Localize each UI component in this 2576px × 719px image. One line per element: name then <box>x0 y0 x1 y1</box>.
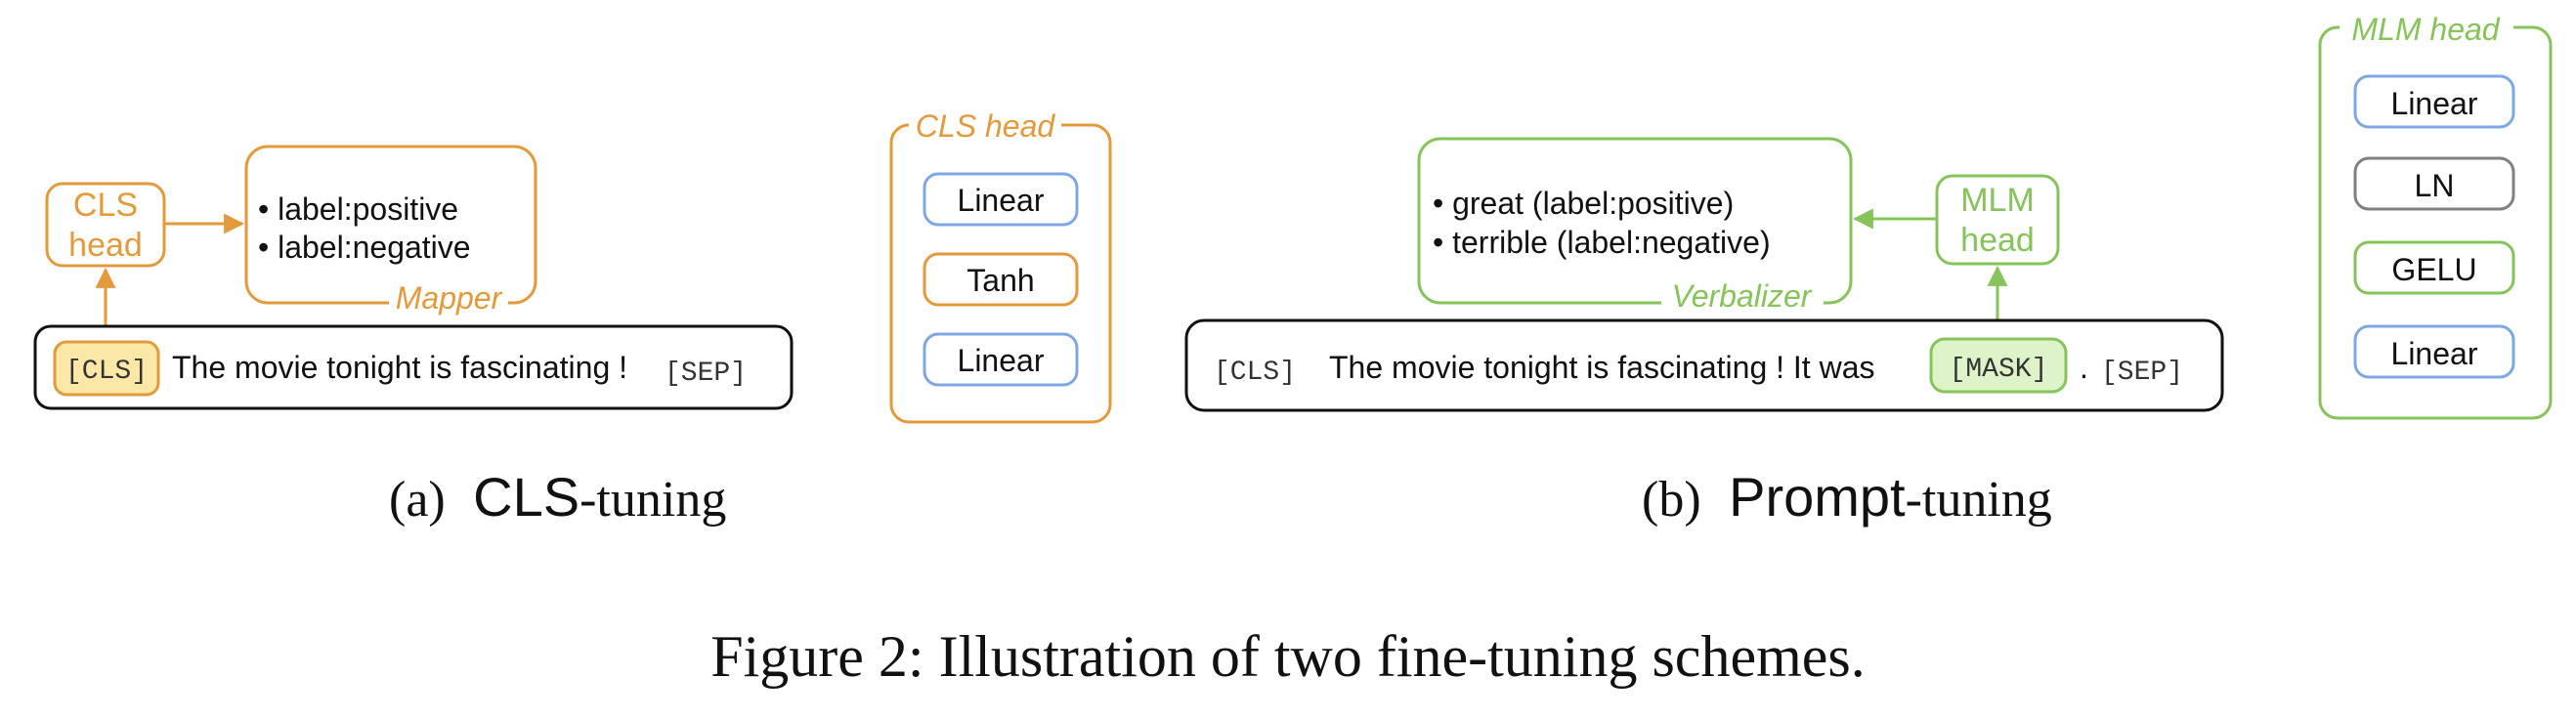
caption-b-label: (b) <box>1642 472 1701 528</box>
mask-token: [MASK] <box>1950 355 2048 385</box>
mlm-head-line-2: head <box>1960 222 2035 259</box>
panel-b: • great (label:positive) • terrible (lab… <box>1184 12 2553 528</box>
mapper-item-negative: • label:negative <box>258 230 471 265</box>
mlm-layer-linear-2-label: Linear <box>2391 336 2478 371</box>
mlm-layer-ln-label: LN <box>2415 168 2455 203</box>
mlm-layer-linear-1-label: Linear <box>2391 86 2478 121</box>
cls-head-line-1: CLS <box>73 187 138 224</box>
mapper-caption: Mapper <box>396 280 503 316</box>
svg-text:(a) CLS-tuning: (a) CLS-tuning <box>389 466 726 528</box>
cls-head-detail-title: CLS head <box>916 108 1056 144</box>
caption-a: (a) CLS-tuning <box>389 466 726 528</box>
caption-b-suffix: -tuning <box>1906 472 2052 528</box>
caption-b-method: Prompt <box>1729 466 1906 528</box>
mlm-layer-gelu <box>2353 240 2515 295</box>
svg-text:(b) Prompt-tuning: (b) Prompt-tuning <box>1642 466 2052 528</box>
mapper-item-positive: • label:positive <box>258 191 458 227</box>
input-text-a: The movie tonight is fascinating ! <box>172 350 627 385</box>
cls-head-line-2: head <box>68 227 143 264</box>
cls-head-detail: CLS head Linear Tanh Linear <box>889 108 1112 424</box>
mlm-head-detail-title: MLM head <box>2351 12 2500 47</box>
input-sentence-b: [CLS] The movie tonight is fascinating !… <box>1184 318 2224 412</box>
mask-token-highlight <box>1929 337 2068 394</box>
figure-caption: Figure 2: Illustration of two fine-tunin… <box>710 624 1865 689</box>
cls-head-node: CLS head <box>45 182 166 268</box>
mlm-layer-linear-1 <box>2353 74 2515 129</box>
mlm-layer-ln <box>2353 156 2515 211</box>
cls-layer-linear-2 <box>923 332 1079 387</box>
caption-a-suffix: -tuning <box>580 472 726 528</box>
cls-layer-linear-1-label: Linear <box>958 183 1045 218</box>
mlm-head-node: MLM head <box>1935 174 2060 266</box>
cls-layer-linear-1 <box>923 172 1079 227</box>
caption-a-label: (a) <box>389 472 446 528</box>
caption-a-method: CLS <box>473 466 580 528</box>
cls-layer-linear-2-label: Linear <box>958 343 1045 378</box>
mlm-head-line-1: MLM <box>1960 182 2035 219</box>
input-sentence-a: [CLS] The movie tonight is fascinating !… <box>33 324 794 410</box>
mlm-layer-gelu-label: GELU <box>2391 252 2476 287</box>
cls-layer-tanh <box>923 252 1079 307</box>
verbalizer-caption: Verbalizer <box>1672 278 1813 314</box>
caption-b: (b) Prompt-tuning <box>1642 466 2052 528</box>
cls-token-b: [CLS] <box>1214 358 1296 388</box>
verbalizer-item-great: • great (label:positive) <box>1433 186 1734 221</box>
cls-token-highlight <box>53 340 160 397</box>
panel-a: CLS head • label:positive • label:negati… <box>33 108 1112 528</box>
input-text-b: The movie tonight is fascinating ! It wa… <box>1329 350 1874 385</box>
cls-token: [CLS] <box>65 357 148 387</box>
sep-token-b: [SEP] <box>2101 358 2183 388</box>
verbalizer-box: • great (label:positive) • terrible (lab… <box>1417 137 1853 320</box>
mapper-box: • label:positive • label:negative Mapper <box>244 145 537 320</box>
mlm-layer-linear-2 <box>2353 324 2515 379</box>
verbalizer-item-terrible: • terrible (label:negative) <box>1433 225 1771 260</box>
sep-token-a: [SEP] <box>665 359 747 389</box>
period-token: . <box>2080 350 2088 385</box>
mlm-head-detail: MLM head Linear LN GELU Linear <box>2318 12 2553 420</box>
cls-layer-tanh-label: Tanh <box>966 263 1034 298</box>
